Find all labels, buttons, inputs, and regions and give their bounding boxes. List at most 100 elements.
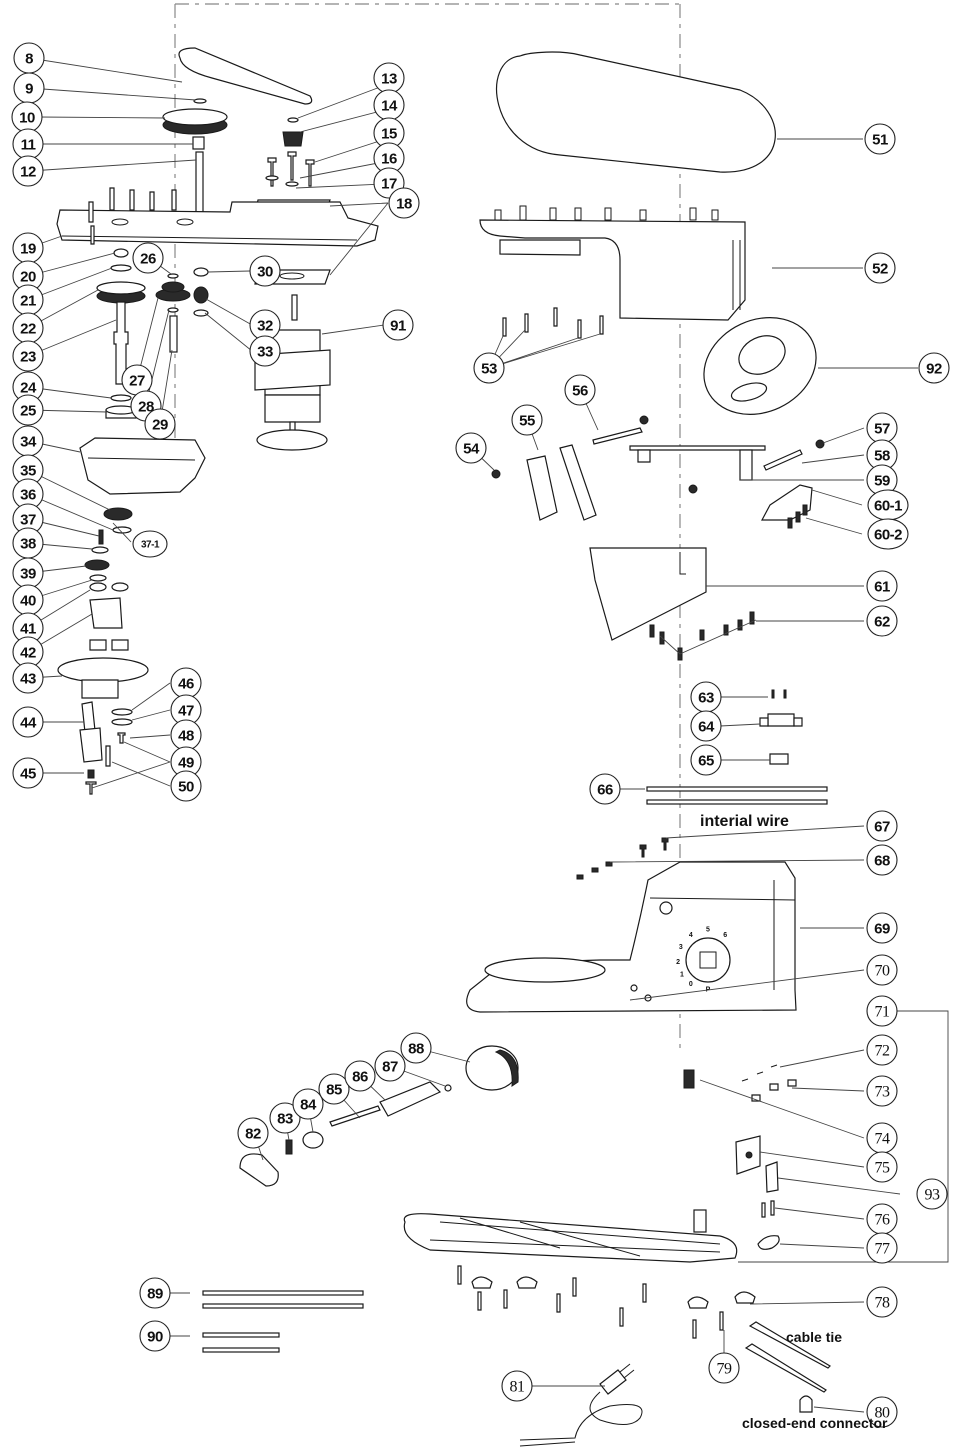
callout-number: 37-1 bbox=[141, 540, 160, 551]
callout-number: 12 bbox=[20, 164, 36, 181]
callout-number: 87 bbox=[382, 1059, 398, 1076]
callout-circle bbox=[867, 518, 909, 550]
callout-number: 64 bbox=[698, 719, 715, 736]
callout-circle bbox=[12, 706, 44, 738]
callout-circle bbox=[132, 242, 164, 274]
callout-number: 92 bbox=[926, 361, 942, 378]
callout-number: 74 bbox=[875, 1131, 891, 1148]
part-22-gear bbox=[96, 281, 146, 304]
callout-number: 60-1 bbox=[874, 498, 902, 515]
callout-number: 78 bbox=[875, 1295, 891, 1312]
annotations: interial wire cable tie closed-end conne… bbox=[700, 813, 888, 1431]
callout-10: 10 bbox=[11, 101, 43, 133]
callout-74: 74 bbox=[866, 1122, 898, 1154]
speed-dial-mark: 0 bbox=[689, 981, 693, 988]
callout-circle bbox=[708, 1352, 740, 1384]
callout-circle bbox=[866, 912, 898, 944]
callout-number: 52 bbox=[872, 261, 888, 278]
callout-9: 9 bbox=[13, 72, 45, 104]
callout-number: 41 bbox=[20, 621, 36, 638]
callout-71: 71 bbox=[866, 995, 898, 1027]
part-92-front-trim bbox=[703, 317, 817, 415]
callout-number: 28 bbox=[138, 399, 154, 416]
part-66-internal-wires bbox=[646, 786, 828, 805]
callout-circle bbox=[690, 710, 722, 742]
callout-number: 18 bbox=[396, 196, 412, 213]
callout-22: 22 bbox=[12, 312, 44, 344]
callout-number: 65 bbox=[698, 753, 714, 770]
callout-number: 68 bbox=[874, 853, 890, 870]
callout-8: 8 bbox=[13, 42, 45, 74]
callout-number: 39 bbox=[20, 566, 36, 583]
callout-circle bbox=[473, 352, 505, 384]
callout-number: 23 bbox=[20, 349, 36, 366]
callout-44: 44 bbox=[12, 706, 44, 738]
callout-number: 47 bbox=[178, 703, 194, 720]
callout-84: 84 bbox=[292, 1088, 324, 1120]
parts-89-90-wires bbox=[202, 1290, 364, 1353]
callout-60-1: 60-1 bbox=[867, 489, 909, 521]
parts-35-42 bbox=[84, 507, 133, 651]
callout-circle bbox=[866, 1075, 898, 1107]
callout-number: 72 bbox=[875, 1043, 891, 1060]
speed-dial-mark: 5 bbox=[706, 927, 710, 934]
callout-27: 27 bbox=[121, 364, 153, 396]
callout-57: 57 bbox=[866, 412, 898, 444]
callout-circle bbox=[388, 187, 420, 219]
callout-number: 45 bbox=[20, 766, 36, 783]
part-62-screws bbox=[649, 611, 755, 661]
callout-76: 76 bbox=[866, 1203, 898, 1235]
callout-number: 37 bbox=[20, 512, 36, 529]
callout-number: 85 bbox=[326, 1082, 342, 1099]
callout-15: 15 bbox=[373, 117, 405, 149]
callout-52: 52 bbox=[864, 252, 896, 284]
callout-circle bbox=[866, 1396, 898, 1428]
annotation-closed-end-connector: closed-end connector bbox=[742, 1415, 888, 1431]
callout-circle bbox=[382, 309, 414, 341]
parts-45-50-fasteners bbox=[85, 708, 133, 795]
callout-51: 51 bbox=[864, 123, 896, 155]
callout-circle bbox=[139, 1277, 171, 1309]
parts-63-65-switch bbox=[759, 689, 803, 765]
callout-number: 26 bbox=[140, 251, 156, 268]
part-12-shaft bbox=[195, 151, 204, 213]
callout-circle bbox=[139, 1320, 171, 1352]
callout-number: 21 bbox=[20, 293, 36, 310]
callout-81: 81 bbox=[501, 1370, 533, 1402]
part-44-output-shaft bbox=[79, 701, 103, 763]
callout-number: 79 bbox=[717, 1361, 733, 1378]
callout-number: 15 bbox=[381, 126, 397, 143]
annotation-cable-tie: cable tie bbox=[786, 1329, 842, 1345]
callout-11: 11 bbox=[12, 128, 44, 160]
part-69-base-housing bbox=[466, 861, 797, 1013]
parts-67-68-screws bbox=[576, 837, 669, 880]
callout-65: 65 bbox=[690, 744, 722, 776]
speed-dial-mark: 2 bbox=[676, 959, 680, 966]
callout-circle bbox=[866, 1034, 898, 1066]
callout-16: 16 bbox=[373, 142, 405, 174]
callout-circle bbox=[589, 773, 621, 805]
part-19-gearbox-plate bbox=[56, 187, 379, 247]
callout-37-1: 37-1 bbox=[132, 530, 168, 558]
callout-number: 20 bbox=[20, 269, 36, 286]
part-52-upper-housing bbox=[479, 205, 746, 321]
callout-number: 57 bbox=[874, 421, 890, 438]
parts-78-79-feet bbox=[457, 1265, 756, 1339]
callout-83: 83 bbox=[269, 1102, 301, 1134]
callout-number: 88 bbox=[408, 1041, 424, 1058]
callout-39: 39 bbox=[12, 557, 44, 589]
callout-number: 9 bbox=[25, 81, 33, 98]
speed-dial-mark: 3 bbox=[679, 944, 683, 951]
callout-number: 8 bbox=[25, 51, 33, 68]
callout-number: 33 bbox=[257, 344, 273, 361]
callout-circle bbox=[866, 954, 898, 986]
callout-14: 14 bbox=[373, 89, 405, 121]
callout-number: 59 bbox=[874, 473, 890, 490]
callout-circle bbox=[918, 352, 950, 384]
part-9-washer bbox=[193, 98, 207, 104]
callout-number: 22 bbox=[20, 321, 36, 338]
callout-circle bbox=[344, 1060, 376, 1092]
callout-circle bbox=[690, 744, 722, 776]
callout-18: 18 bbox=[388, 187, 420, 219]
callout-25: 25 bbox=[12, 394, 44, 426]
